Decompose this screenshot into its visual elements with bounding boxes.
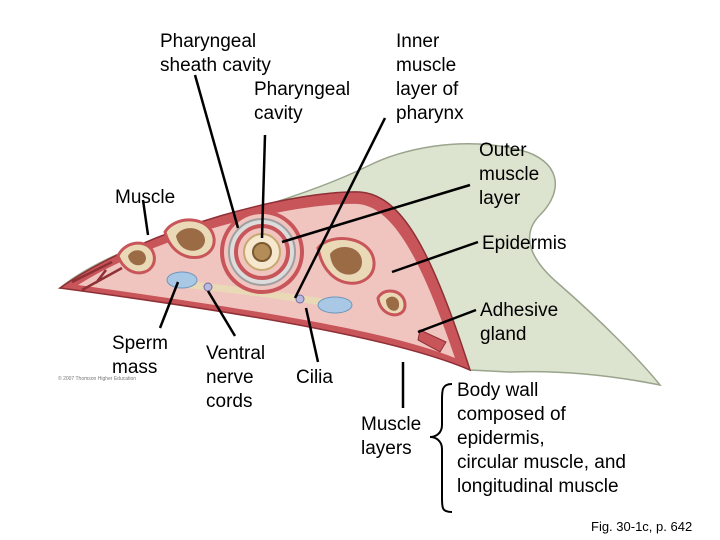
leader-ventral-nerve-cords (206, 290, 237, 337)
label-inner-muscle-layer: Inner muscle layer of pharynx (396, 31, 464, 124)
pocket-4 (376, 289, 407, 317)
leader-adhesive-gland (417, 308, 477, 334)
pocket-3 (316, 237, 376, 285)
label-outer-muscle-layer: Outer muscle layer (479, 140, 540, 209)
pocket-2 (163, 218, 216, 259)
leader-pharyngeal-sheath-cavity (193, 74, 240, 229)
nerve-cord-shape-1 (203, 282, 213, 292)
figure-caption: Fig. 30-1c, p. 642 (591, 519, 693, 534)
pharynx (220, 210, 304, 294)
copyright-notice: © 2007 Thomson Higher Education (58, 376, 137, 382)
label-sperm-mass: Sperm mass (112, 333, 168, 378)
label-muscle: Muscle (115, 187, 176, 208)
label-pharyngeal-sheath-cavity: Pharyngeal sheath cavity (160, 31, 271, 76)
label-epidermis: Epidermis (482, 233, 567, 254)
leader-pharyngeal-cavity (260, 134, 267, 239)
leader-muscle (141, 199, 150, 236)
sperm-mass-shape-2 (317, 296, 353, 314)
pocket-1 (116, 241, 156, 275)
muscle-streak (71, 260, 123, 292)
leader-outer-muscle-layer (281, 183, 471, 244)
label-body-wall: Body wall composed of epidermis, circula… (457, 380, 626, 497)
leader-inner-muscle-layer (293, 117, 387, 299)
label-adhesive-gland: Adhesive gland (480, 300, 559, 345)
body-wall-brace (429, 383, 453, 513)
leader-cilia (304, 307, 320, 363)
label-ventral-nerve-cords: Ventral nerve cords (206, 343, 266, 412)
label-cilia: Cilia (296, 367, 333, 388)
nerve-cord-shape-2 (295, 294, 305, 304)
leader-sperm-mass (158, 281, 180, 329)
label-muscle-layers: Muscle layers (361, 414, 422, 459)
sperm-mass-shape-1 (166, 271, 198, 289)
leader-epidermis (391, 240, 479, 274)
adhesive-gland-shape (417, 329, 447, 353)
label-pharyngeal-cavity: Pharyngeal cavity (254, 79, 351, 124)
